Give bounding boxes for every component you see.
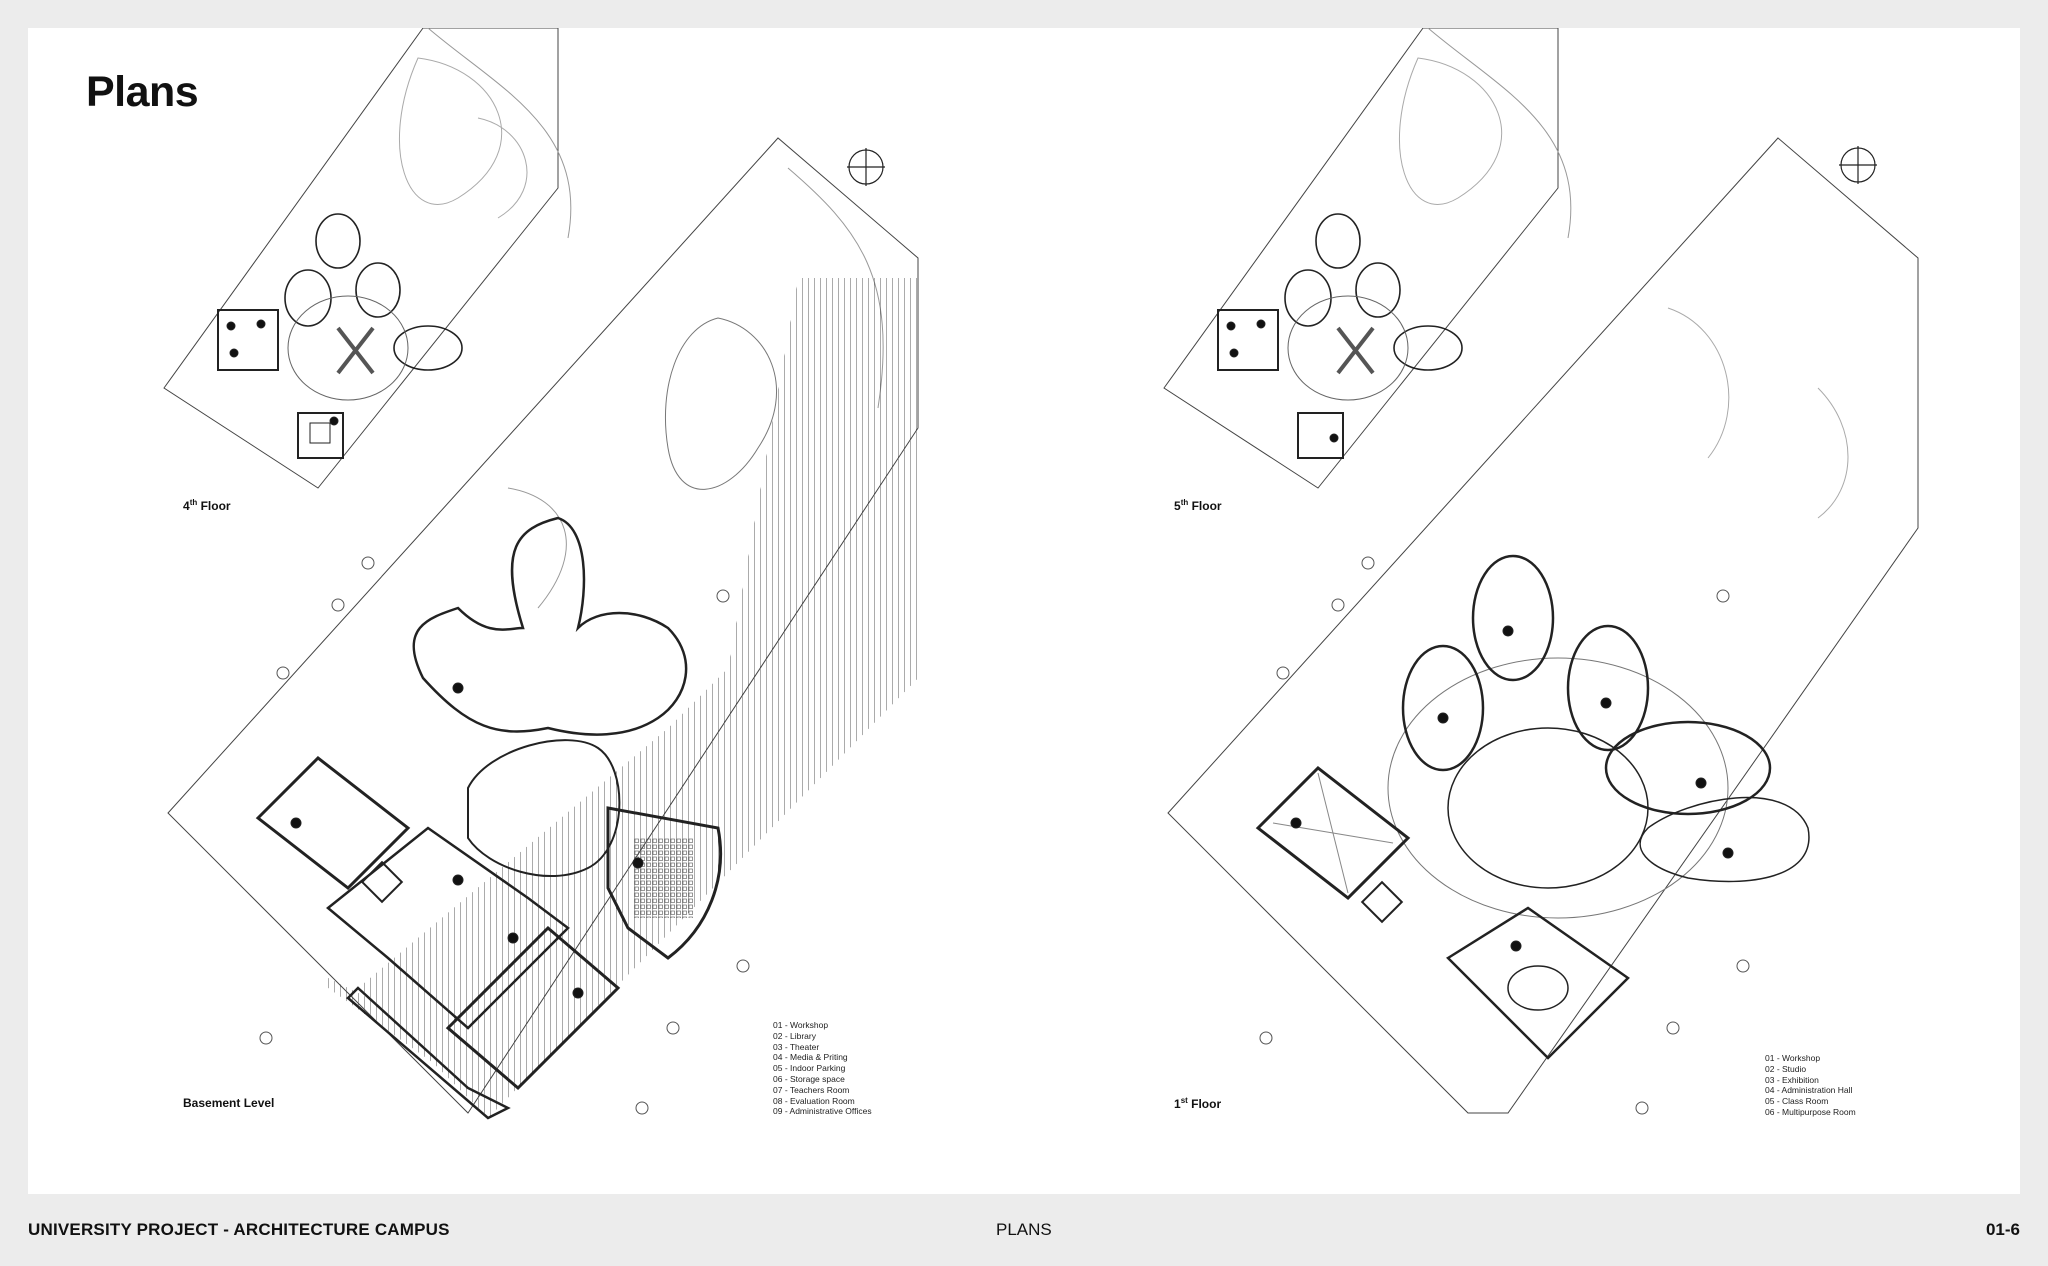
floor-label-number: 5 — [1174, 499, 1181, 513]
floor-label-number: 1 — [1174, 1097, 1181, 1111]
legend-item: 04 - Administration Hall — [1765, 1085, 1853, 1096]
floor-label-number: 4 — [183, 499, 190, 513]
legend-item: 03 - Theater — [773, 1041, 820, 1052]
legend-item: 01 - Workshop — [773, 1020, 829, 1030]
legend-item: 07 - Teachers Room — [773, 1084, 850, 1095]
floor-label-text: Basement Level — [183, 1096, 275, 1110]
floor-label-1st: 1st Floor — [1174, 1096, 1221, 1111]
plan-5th-floor — [1163, 28, 1572, 489]
section-marker-icon — [1259, 556, 1750, 1115]
legend-item: 06 - Storage space — [773, 1073, 845, 1084]
floor-label-4th: 4th Floor — [183, 498, 231, 513]
plan-1st-floor — [1167, 137, 1919, 1115]
drawing-sheet: Plans — [28, 28, 2020, 1194]
legend-item: 08 - Evaluation Room — [773, 1095, 855, 1106]
floor-label-basement: Basement Level — [183, 1096, 274, 1110]
legend-item: 05 - Indoor Parking — [773, 1063, 846, 1074]
north-arrow-icon — [1839, 146, 1877, 184]
section-marker-icon — [259, 556, 750, 1115]
footer-page-number: 01-6 — [1985, 1220, 2020, 1239]
plans-drawing — [28, 28, 2020, 1194]
floor-label-text: Floor — [1187, 1097, 1222, 1111]
footer-project-title: UNIVERSITY PROJECT - ARCHITECTURE CAMPUS — [28, 1220, 450, 1239]
plan-4th-floor — [163, 28, 572, 489]
footer-section-title: PLANS — [996, 1220, 1052, 1239]
legend-basement: 01 - Workshop 02 - Library 03 - Theater … — [773, 1020, 872, 1117]
footer: UNIVERSITY PROJECT - ARCHITECTURE CAMPUS… — [0, 1194, 2048, 1266]
floor-label-suffix: th — [1180, 498, 1189, 507]
north-arrow-icon — [847, 148, 885, 186]
legend-item: 04 - Media & Priting — [773, 1052, 848, 1063]
legend-item: 05 - Class Room — [1765, 1096, 1829, 1107]
floor-label-5th: 5th Floor — [1174, 498, 1222, 513]
legend-item: 09 - Administrative Offices — [773, 1106, 872, 1117]
floor-label-suffix: th — [189, 498, 198, 507]
legend-item: 01 - Workshop — [1765, 1053, 1821, 1063]
legend-1st-floor: 01 - Workshop 02 - Studio 03 - Exhibitio… — [1765, 1053, 1856, 1118]
legend-item: 03 - Exhibition — [1765, 1074, 1819, 1085]
floor-label-suffix: st — [1180, 1096, 1188, 1105]
legend-item: 02 - Library — [773, 1030, 816, 1041]
floor-label-text: Floor — [1188, 499, 1222, 513]
legend-item: 02 - Studio — [1765, 1063, 1807, 1074]
floor-label-text: Floor — [197, 499, 231, 513]
plan-basement-level — [167, 137, 919, 1120]
page-title: Plans — [86, 68, 199, 116]
legend-item: 06 - Multipurpose Room — [1765, 1106, 1856, 1117]
